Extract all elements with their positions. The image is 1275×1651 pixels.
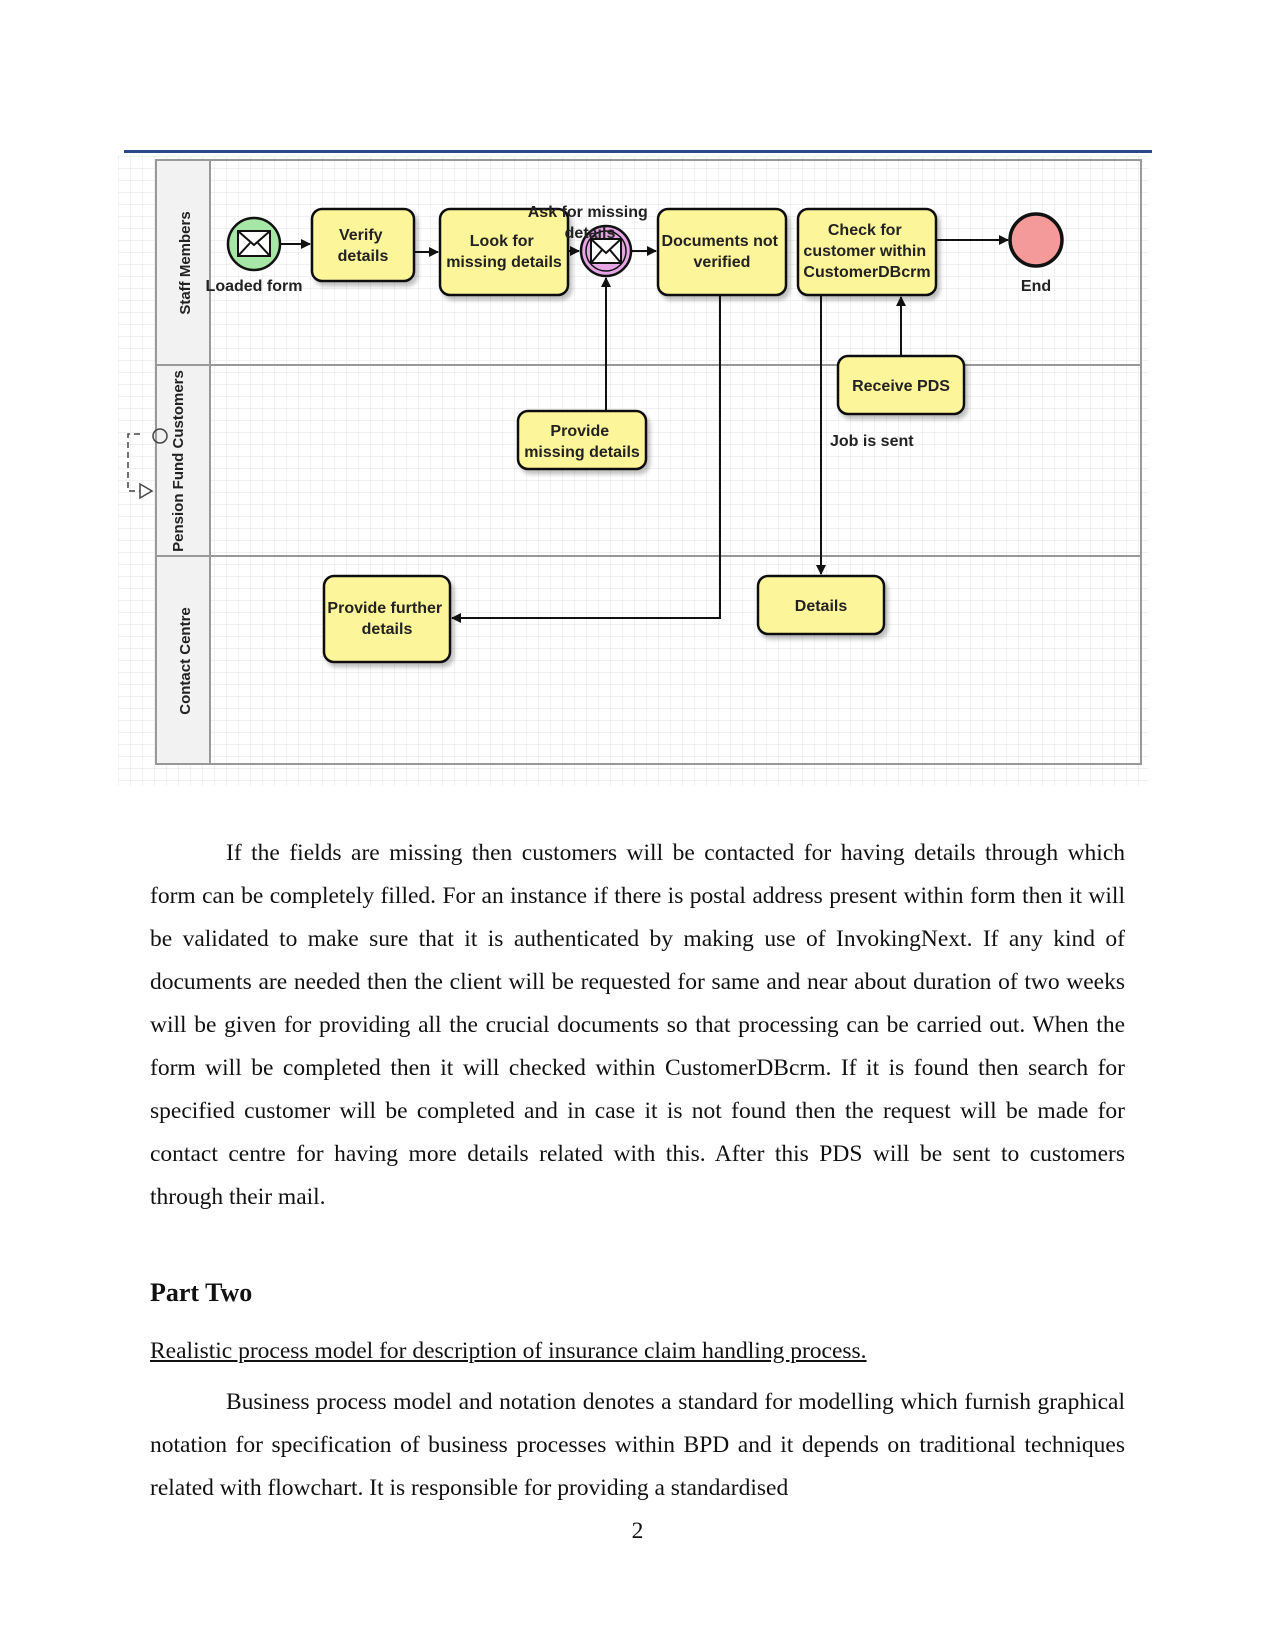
- section-subheading: Realistic process model for description …: [150, 1338, 867, 1364]
- lane-label-customers: Pension Fund Customers: [170, 370, 187, 552]
- start-event: [226, 216, 282, 272]
- header-rule: [124, 150, 1152, 153]
- task-look-for-missing: [438, 207, 570, 297]
- sequence-flows: [280, 235, 1009, 623]
- task-look-for-missing-label: Look for missing details: [446, 233, 562, 271]
- participant-marker-icon: [127, 428, 168, 500]
- section-heading: Part Two: [150, 1278, 253, 1307]
- task-check-customer-label: Check for customer within CustomerDBcrm: [803, 222, 930, 281]
- lane-label-contact-centre: Contact Centre: [177, 607, 194, 715]
- message-event-label: Ask for missing details: [528, 204, 652, 242]
- body-text-section: If the fields are missing then customers…: [150, 832, 1125, 1219]
- paragraph-1: If the fields are missing then customers…: [150, 840, 1125, 1210]
- pool: [155, 159, 1142, 765]
- bpmn-process-diagram: Staff Members Pension Fund Customers Con…: [118, 156, 1148, 786]
- paragraph-2: Business process model and notation deno…: [150, 1389, 1125, 1501]
- end-event-label: End: [1021, 278, 1051, 295]
- task-details-label: Details: [795, 598, 848, 615]
- message-event: [579, 224, 633, 278]
- task-provide-further-details: [322, 574, 452, 664]
- task-provide-missing-details: [516, 409, 648, 471]
- task-receive-pds-label: Receive PDS: [852, 378, 950, 395]
- task-provide-further-details-label: Provide further details: [327, 600, 446, 638]
- task-check-customer: [796, 207, 938, 297]
- body-text-section-2: Business process model and notation deno…: [150, 1381, 1125, 1510]
- task-provide-missing-details-label: Provide missing details: [524, 423, 640, 461]
- end-event: [1008, 212, 1064, 268]
- task-details: [756, 574, 886, 636]
- flow-label-job-sent: Job is sent: [830, 433, 914, 450]
- lane-label-staff: Staff Members: [177, 211, 194, 314]
- task-verify-details: [310, 207, 416, 283]
- task-documents-not-verified-label: Documents not verified: [662, 233, 783, 271]
- task-documents-not-verified: [656, 207, 788, 297]
- page-number: 2: [631, 1518, 644, 1544]
- task-receive-pds: [836, 354, 966, 416]
- lane-label-customers-line: Pension Fund Customers: [170, 370, 187, 552]
- task-verify-details-label: Verify details: [338, 227, 389, 265]
- start-event-label: Loaded form: [206, 278, 303, 295]
